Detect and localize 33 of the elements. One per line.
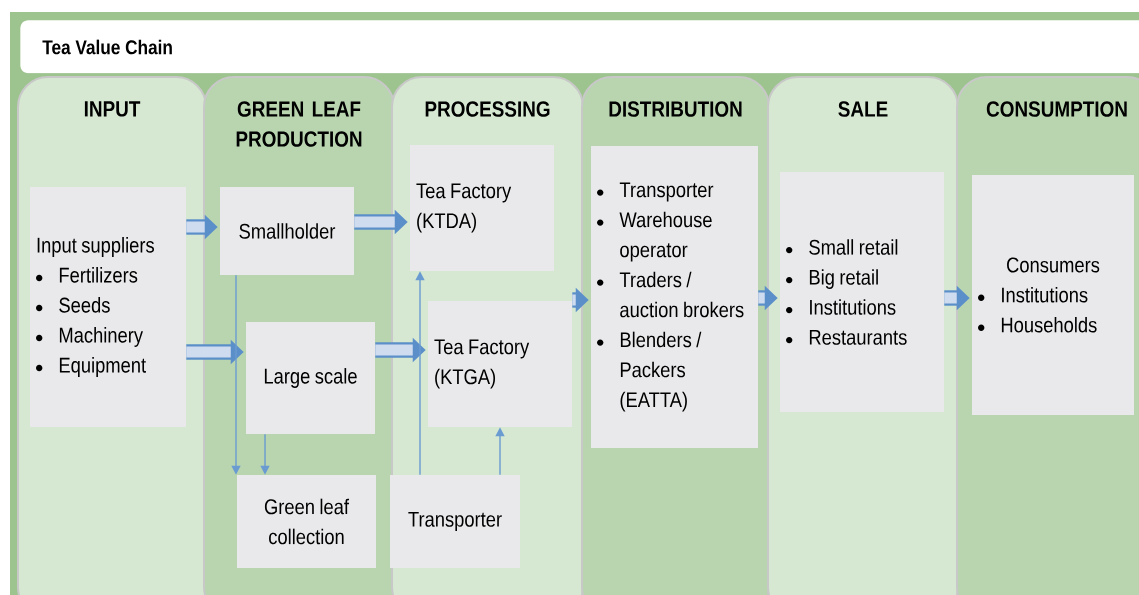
- bullet-item: Small retail: [809, 239, 898, 255]
- bullet-item: Institutions: [1002, 286, 1088, 303]
- process-box: [428, 301, 572, 427]
- bullet-item: Blenders / Packers (EATTA): [620, 331, 702, 412]
- bullet-item: Households: [1001, 316, 1097, 333]
- bullet-item: Institutions: [810, 299, 896, 315]
- title-bar: Tea Value Chain: [20, 20, 1139, 74]
- box-text: Tea Factory (KTDA): [416, 183, 512, 233]
- bullet-item: Fertilizers: [59, 267, 138, 283]
- bullet-item: Seeds: [59, 297, 110, 313]
- box-text: Large scale: [264, 368, 357, 388]
- process-box: [220, 187, 354, 275]
- list-box: [591, 146, 758, 448]
- box-text: Input suppliers: [37, 237, 154, 257]
- list-box: [972, 175, 1134, 415]
- bullet-item: Transporter: [619, 182, 714, 202]
- bullet-item: Big retail: [809, 269, 878, 290]
- box-text: Green leaf collection: [264, 498, 349, 545]
- bullet-item: Restaurants: [809, 329, 907, 345]
- list-box: [780, 172, 944, 412]
- bullet-item: Machinery: [59, 327, 143, 347]
- bullet-item: Equipment: [59, 357, 146, 377]
- box-text: Transporter: [408, 511, 502, 532]
- process-box: [246, 322, 375, 434]
- process-box: [390, 475, 520, 568]
- bullet-item: Warehouse operator: [619, 211, 712, 262]
- process-box: [410, 145, 554, 271]
- box-text: Smallholder: [239, 223, 336, 239]
- bullet-item: Traders / auction brokers: [619, 271, 744, 318]
- box-text: Consumers: [1007, 257, 1100, 273]
- list-box: [30, 187, 186, 427]
- process-box: [237, 475, 376, 568]
- box-text: Tea Factory (KTGA): [434, 339, 530, 389]
